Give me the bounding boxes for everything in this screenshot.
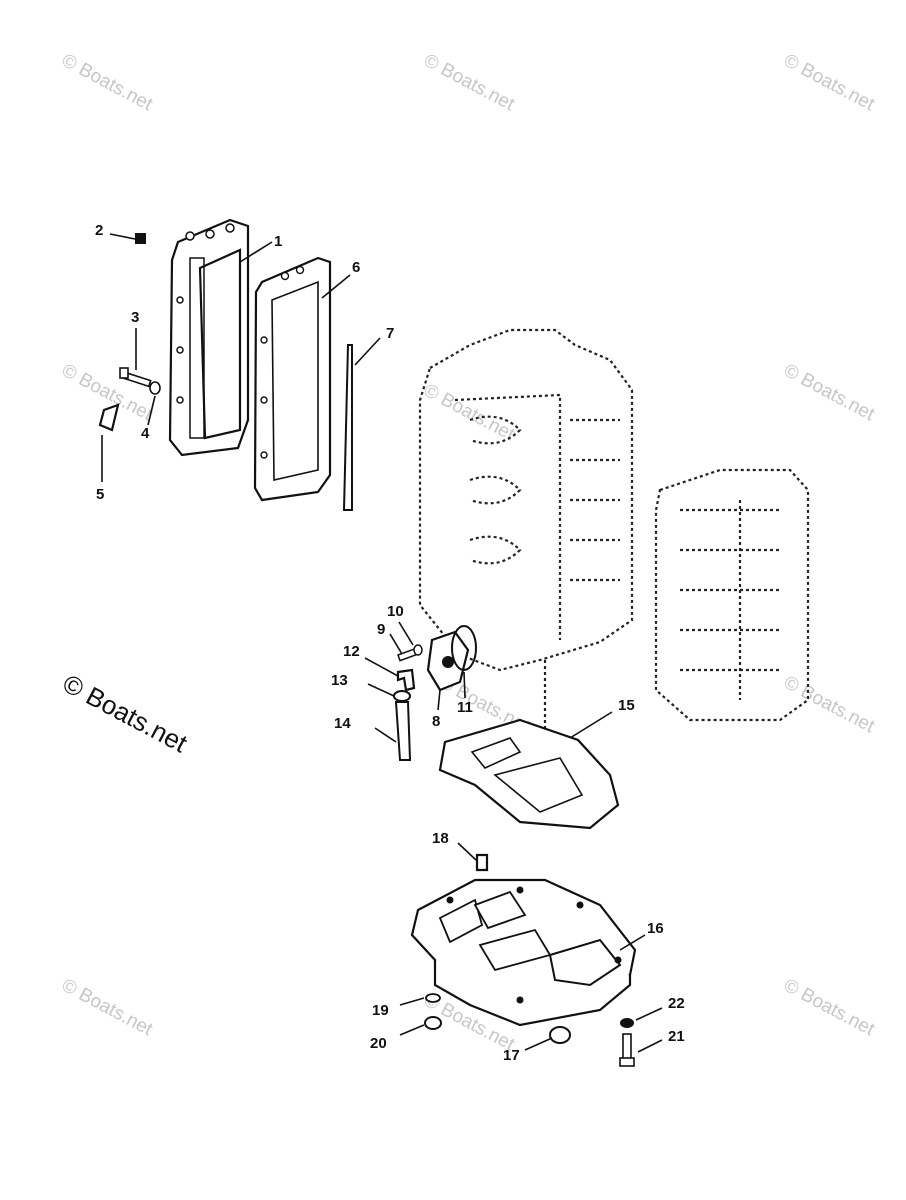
- part-bolt-washer: [620, 1018, 634, 1028]
- powerhead-reference: [418, 328, 634, 730]
- part-elbow-fitting: [396, 668, 416, 692]
- part-thermostat-cover: [426, 630, 470, 692]
- part-thermostat-gasket: [451, 625, 477, 671]
- callout-4: 4: [141, 425, 150, 442]
- callout-10: 10: [387, 603, 404, 620]
- callout-2: 2: [95, 222, 103, 239]
- part-bolt: [119, 367, 152, 388]
- part-washer: [149, 381, 161, 395]
- part-exhaust-cover: [168, 218, 250, 457]
- callout-9: 9: [377, 621, 385, 638]
- part-plug: [475, 853, 489, 872]
- part-hose-clamp: [393, 690, 411, 702]
- callout-3: 3: [131, 309, 139, 326]
- callout-6: 6: [352, 259, 360, 276]
- part-cover-gasket: [253, 256, 332, 502]
- part-small-washer: [413, 644, 423, 656]
- crankcase-reference: [654, 468, 810, 722]
- callout-17: 17: [503, 1047, 520, 1064]
- callout-13: 13: [331, 672, 348, 689]
- callout-14: 14: [334, 715, 351, 732]
- callouts: 1 2 3 4 5 6 7 8 9 10 11 12 13 14 15 16 1…: [95, 222, 685, 1064]
- part-lower-bolt: [619, 1033, 635, 1067]
- callout-11: 11: [457, 699, 473, 716]
- part-nut: [135, 233, 146, 244]
- part-adapter-plate: [410, 878, 637, 1027]
- part-bracket: [98, 403, 120, 432]
- callout-12: 12: [343, 643, 360, 660]
- part-seal-strip: [342, 344, 353, 511]
- callout-22: 22: [668, 995, 685, 1012]
- part-hose: [394, 701, 412, 761]
- part-base-gasket: [438, 718, 620, 830]
- callout-18: 18: [432, 830, 449, 847]
- callout-1: 1: [274, 233, 282, 250]
- callout-21: 21: [668, 1028, 685, 1045]
- part-bushing: [549, 1026, 571, 1044]
- callout-7: 7: [386, 325, 394, 342]
- leader-lines: [101, 233, 663, 1053]
- callout-19: 19: [372, 1002, 389, 1019]
- part-lower-washer: [425, 993, 441, 1003]
- callout-16: 16: [647, 920, 664, 937]
- callout-5: 5: [96, 486, 104, 503]
- callout-20: 20: [370, 1035, 387, 1052]
- callout-15: 15: [618, 697, 635, 714]
- callout-8: 8: [432, 713, 440, 730]
- part-lower-nut: [424, 1016, 442, 1030]
